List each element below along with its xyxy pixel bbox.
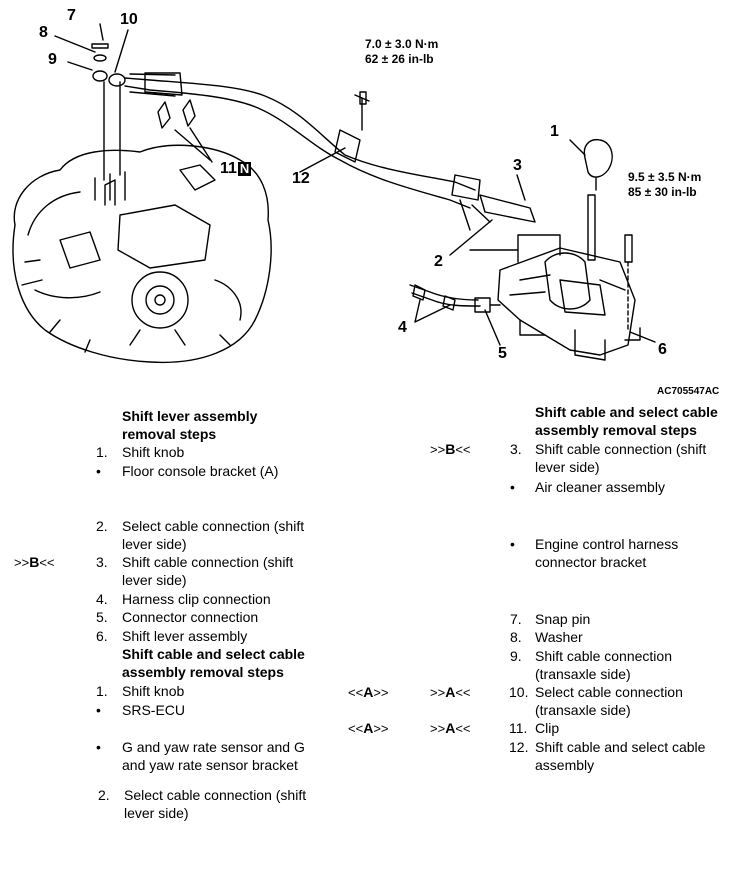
step-text: connector bracket [535, 554, 647, 570]
step-text: assembly [535, 757, 595, 773]
step-text: Select cable connection (shift [122, 518, 305, 534]
callout-3: 3 [513, 157, 522, 174]
step-text: Floor console bracket (A) [122, 463, 279, 479]
step-bullet: • [510, 536, 515, 552]
procedure-reference: >>B<< [430, 441, 471, 457]
step-text: and yaw rate sensor bracket [122, 757, 298, 773]
step-text: (transaxle side) [535, 666, 631, 682]
step-text: Shift cable connection (shift [122, 554, 294, 570]
step-number: 3. [96, 554, 108, 570]
step-number: 8. [510, 629, 522, 645]
step-text: Shift lever assembly [122, 628, 248, 644]
step-text: Select cable connection [535, 684, 683, 700]
callout-6: 6 [658, 341, 667, 358]
callout-12: 12 [292, 170, 310, 187]
step-text: lever side) [122, 536, 187, 552]
heading-cable-left-line1: Shift cable and select cable [122, 646, 305, 662]
step-text: Engine control harness [535, 536, 679, 552]
step-bullet: • [96, 463, 101, 479]
step-number: 1. [96, 444, 108, 460]
callout-7: 7 [67, 7, 76, 24]
step-text: Shift cable connection [535, 648, 672, 664]
step-text: Shift cable connection (shift [535, 441, 707, 457]
step-number: 2. [98, 787, 110, 803]
step-number: 2. [96, 518, 108, 534]
callout-8: 8 [39, 24, 48, 41]
torque-spec-top: 7.0 ± 3.0 N·m 62 ± 26 in-lb [365, 37, 439, 66]
step-number: 4. [96, 591, 108, 607]
procedure-reference: >>A<< [430, 720, 471, 736]
callout-10: 10 [120, 11, 138, 28]
procedure-reference: >>A<< [430, 684, 471, 700]
step-number: 9. [510, 648, 522, 664]
step-bullet: • [96, 702, 101, 718]
step-number: 6. [96, 628, 108, 644]
step-text: lever side) [122, 572, 187, 588]
diagram-artwork [12, 23, 656, 364]
callout-9: 9 [48, 51, 57, 68]
step-text: G and yaw rate sensor and G [122, 739, 305, 755]
step-number: 5. [96, 609, 108, 625]
heading-shift-lever-line2: removal steps [122, 426, 217, 442]
step-text: Select cable connection (shift [124, 787, 307, 803]
procedure-reference-left: <<A>> [348, 684, 389, 700]
transaxle-drawing [12, 144, 272, 364]
step-number: 12. [509, 739, 529, 755]
shift-knob-drawing [583, 138, 613, 191]
harness-drawing [409, 284, 501, 313]
callout-5: 5 [498, 345, 507, 362]
step-text: Connector connection [122, 609, 259, 625]
cable-assembly [124, 72, 536, 231]
step-text: Air cleaner assembly [535, 479, 665, 495]
step-number: 1. [96, 683, 108, 699]
procedure-reference: >>B<< [14, 554, 55, 570]
step-text: lever side) [535, 459, 600, 475]
step-text: Shift knob [122, 683, 185, 699]
heading-cable-right-line1: Shift cable and select cable [535, 404, 718, 420]
procedure-reference-left: <<A>> [348, 720, 389, 736]
step-text: Shift knob [122, 444, 185, 460]
callout-2: 2 [434, 253, 443, 270]
heading-shift-lever-line1: Shift lever assembly [122, 408, 258, 424]
step-bullet: • [510, 479, 515, 495]
step-text: Washer [535, 629, 583, 645]
step-text: Snap pin [535, 611, 591, 627]
step-text: Harness clip connection [122, 591, 271, 607]
step-number: 3. [510, 441, 522, 457]
step-text: Clip [535, 720, 560, 736]
heading-cable-right-line2: assembly removal steps [535, 422, 697, 438]
step-number: 7. [510, 611, 522, 627]
shift-lever-drawing [469, 194, 641, 361]
torque-spec-right: 9.5 ± 3.5 N·m 85 ± 30 in-lb [628, 170, 702, 199]
heading-cable-left-line2: assembly removal steps [122, 664, 284, 680]
step-bullet: • [96, 739, 101, 755]
step-text: lever side) [124, 805, 189, 821]
callout-4: 4 [398, 319, 407, 336]
step-text: Shift cable and select cable [535, 739, 706, 755]
n-mark-badge: N [237, 161, 252, 176]
step-text: (transaxle side) [535, 702, 631, 718]
step-text: SRS-ECU [122, 702, 186, 718]
step-number: 11. [509, 720, 528, 736]
callout-1: 1 [550, 123, 559, 140]
figure-code: AC705547AC [657, 386, 720, 397]
step-number: 10. [509, 684, 529, 700]
